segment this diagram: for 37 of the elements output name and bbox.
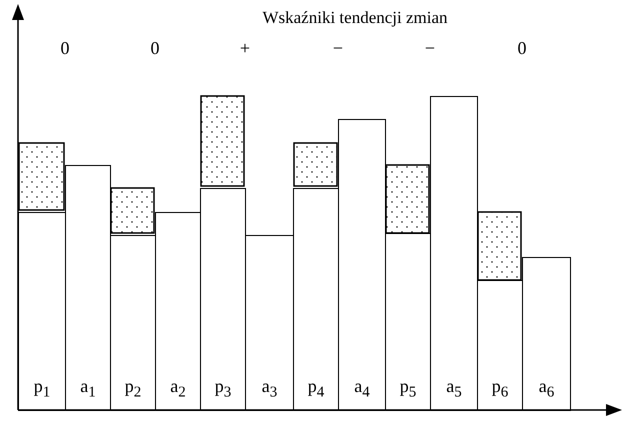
dotted-box	[385, 164, 430, 234]
dotted-box	[18, 142, 65, 211]
bar	[65, 165, 111, 411]
bar-label: p$_{3}$	[214, 375, 232, 403]
trend-sign: −	[424, 38, 436, 59]
bar	[338, 119, 386, 411]
bar-label: a$_{3}$	[260, 375, 278, 403]
bar-label: p$_{4}$	[306, 375, 326, 403]
trend-sign: 0	[60, 38, 70, 59]
bar	[293, 188, 339, 411]
bar-label: a$_{5}$	[445, 375, 463, 403]
bar	[110, 235, 156, 411]
dotted-box	[293, 142, 338, 187]
trend-sign: 0	[150, 38, 160, 59]
dotted-box	[200, 95, 245, 187]
trend-sign: +	[240, 38, 250, 59]
bar	[200, 188, 246, 411]
bar-label: p$_{1}$	[32, 375, 52, 403]
bar-label: a$_{4}$	[353, 375, 371, 403]
bar-label: a$_{2}$	[169, 375, 187, 403]
trend-sign: 0	[518, 38, 526, 59]
bar	[245, 235, 294, 411]
chart-title: Wskaźniki tendencji zmian	[262, 8, 448, 28]
bar	[522, 257, 571, 411]
bar	[477, 280, 523, 411]
bar	[430, 96, 478, 411]
dotted-box	[110, 187, 155, 234]
dotted-box	[477, 211, 522, 281]
bar-label: a$_{1}$	[79, 375, 97, 403]
bar	[155, 212, 201, 411]
bar-label: a$_{6}$	[538, 375, 556, 403]
bar-label: p$_{5}$	[398, 375, 418, 403]
bar	[385, 233, 431, 411]
bar-label: p$_{2}$	[124, 375, 142, 403]
trend-sign: −	[332, 38, 344, 59]
bar	[18, 212, 66, 411]
bar-label: p$_{6}$	[490, 375, 510, 403]
